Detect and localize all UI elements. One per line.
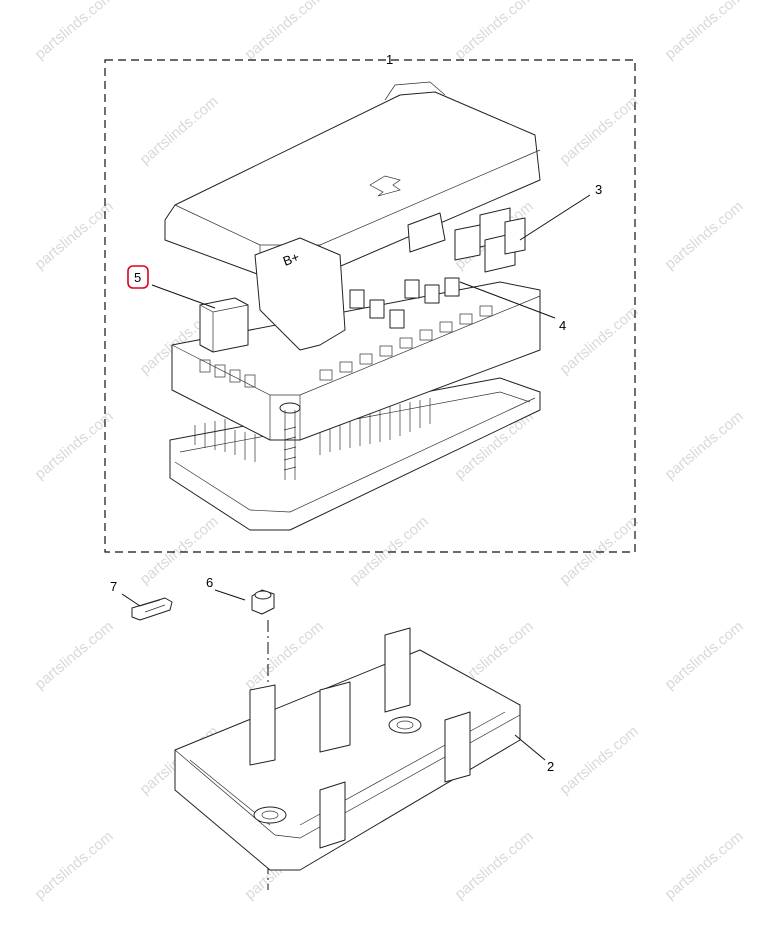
- fuse-box-body: [171, 281, 541, 441]
- cover-arrow-icon: [369, 175, 401, 197]
- watermark-text: partslinds.com: [137, 93, 222, 168]
- watermark-text: partslinds.com: [662, 198, 747, 273]
- watermark-text: partslinds.com: [347, 513, 432, 588]
- assembly-lower-tray: [169, 377, 541, 531]
- mini-fuses: [349, 277, 460, 329]
- watermark-text: partslinds.com: [32, 408, 117, 483]
- leader-lines: [121, 194, 591, 761]
- watermark-text: partslinds.com: [32, 828, 117, 903]
- watermark-text: partslinds.com: [32, 0, 117, 63]
- watermark-text: partslinds.com: [242, 0, 327, 63]
- watermark-text: partslinds.com: [32, 618, 117, 693]
- clip-item-7: [131, 597, 173, 621]
- fuse-cavities: [199, 305, 493, 388]
- relay-item-5: [199, 297, 249, 353]
- callout-1: 1: [386, 52, 393, 67]
- watermark-text: partslinds.com: [662, 0, 747, 63]
- watermark-text: partslinds.com: [662, 828, 747, 903]
- callout-3: 3: [595, 182, 602, 197]
- watermark-text: partslinds.com: [242, 618, 327, 693]
- cover-mark: B+: [281, 249, 301, 269]
- watermark-text: partslinds.com: [452, 0, 537, 63]
- b-plus-terminal-cover: [254, 237, 346, 351]
- nut-item-6: [251, 589, 275, 615]
- mounting-bracket-item-2: [174, 627, 521, 871]
- watermark-text: partslinds.com: [32, 198, 117, 273]
- watermark-text: partslinds.com: [557, 303, 642, 378]
- watermark-text: partslinds.com: [662, 408, 747, 483]
- callout-2: 2: [547, 759, 554, 774]
- callout-6: 6: [206, 575, 213, 590]
- watermark-text: partslinds.com: [662, 618, 747, 693]
- terminal-pins: [194, 398, 431, 462]
- assembly-boundary: [104, 59, 636, 553]
- stud-bolt: [279, 402, 301, 480]
- fuse-box-assembly: B+: [164, 81, 541, 531]
- callout-5-highlight: [127, 265, 149, 289]
- watermark-text: partslinds.com: [452, 828, 537, 903]
- relay-group: [454, 207, 526, 273]
- watermark-text: partslinds.com: [557, 513, 642, 588]
- callout-4: 4: [559, 318, 566, 333]
- watermark-text: partslinds.com: [557, 723, 642, 798]
- callout-7: 7: [110, 579, 117, 594]
- callouts: 1 2 3 4 5 6 7: [110, 52, 602, 774]
- callout-5: 5: [134, 270, 141, 285]
- watermark-text: partslinds.com: [557, 93, 642, 168]
